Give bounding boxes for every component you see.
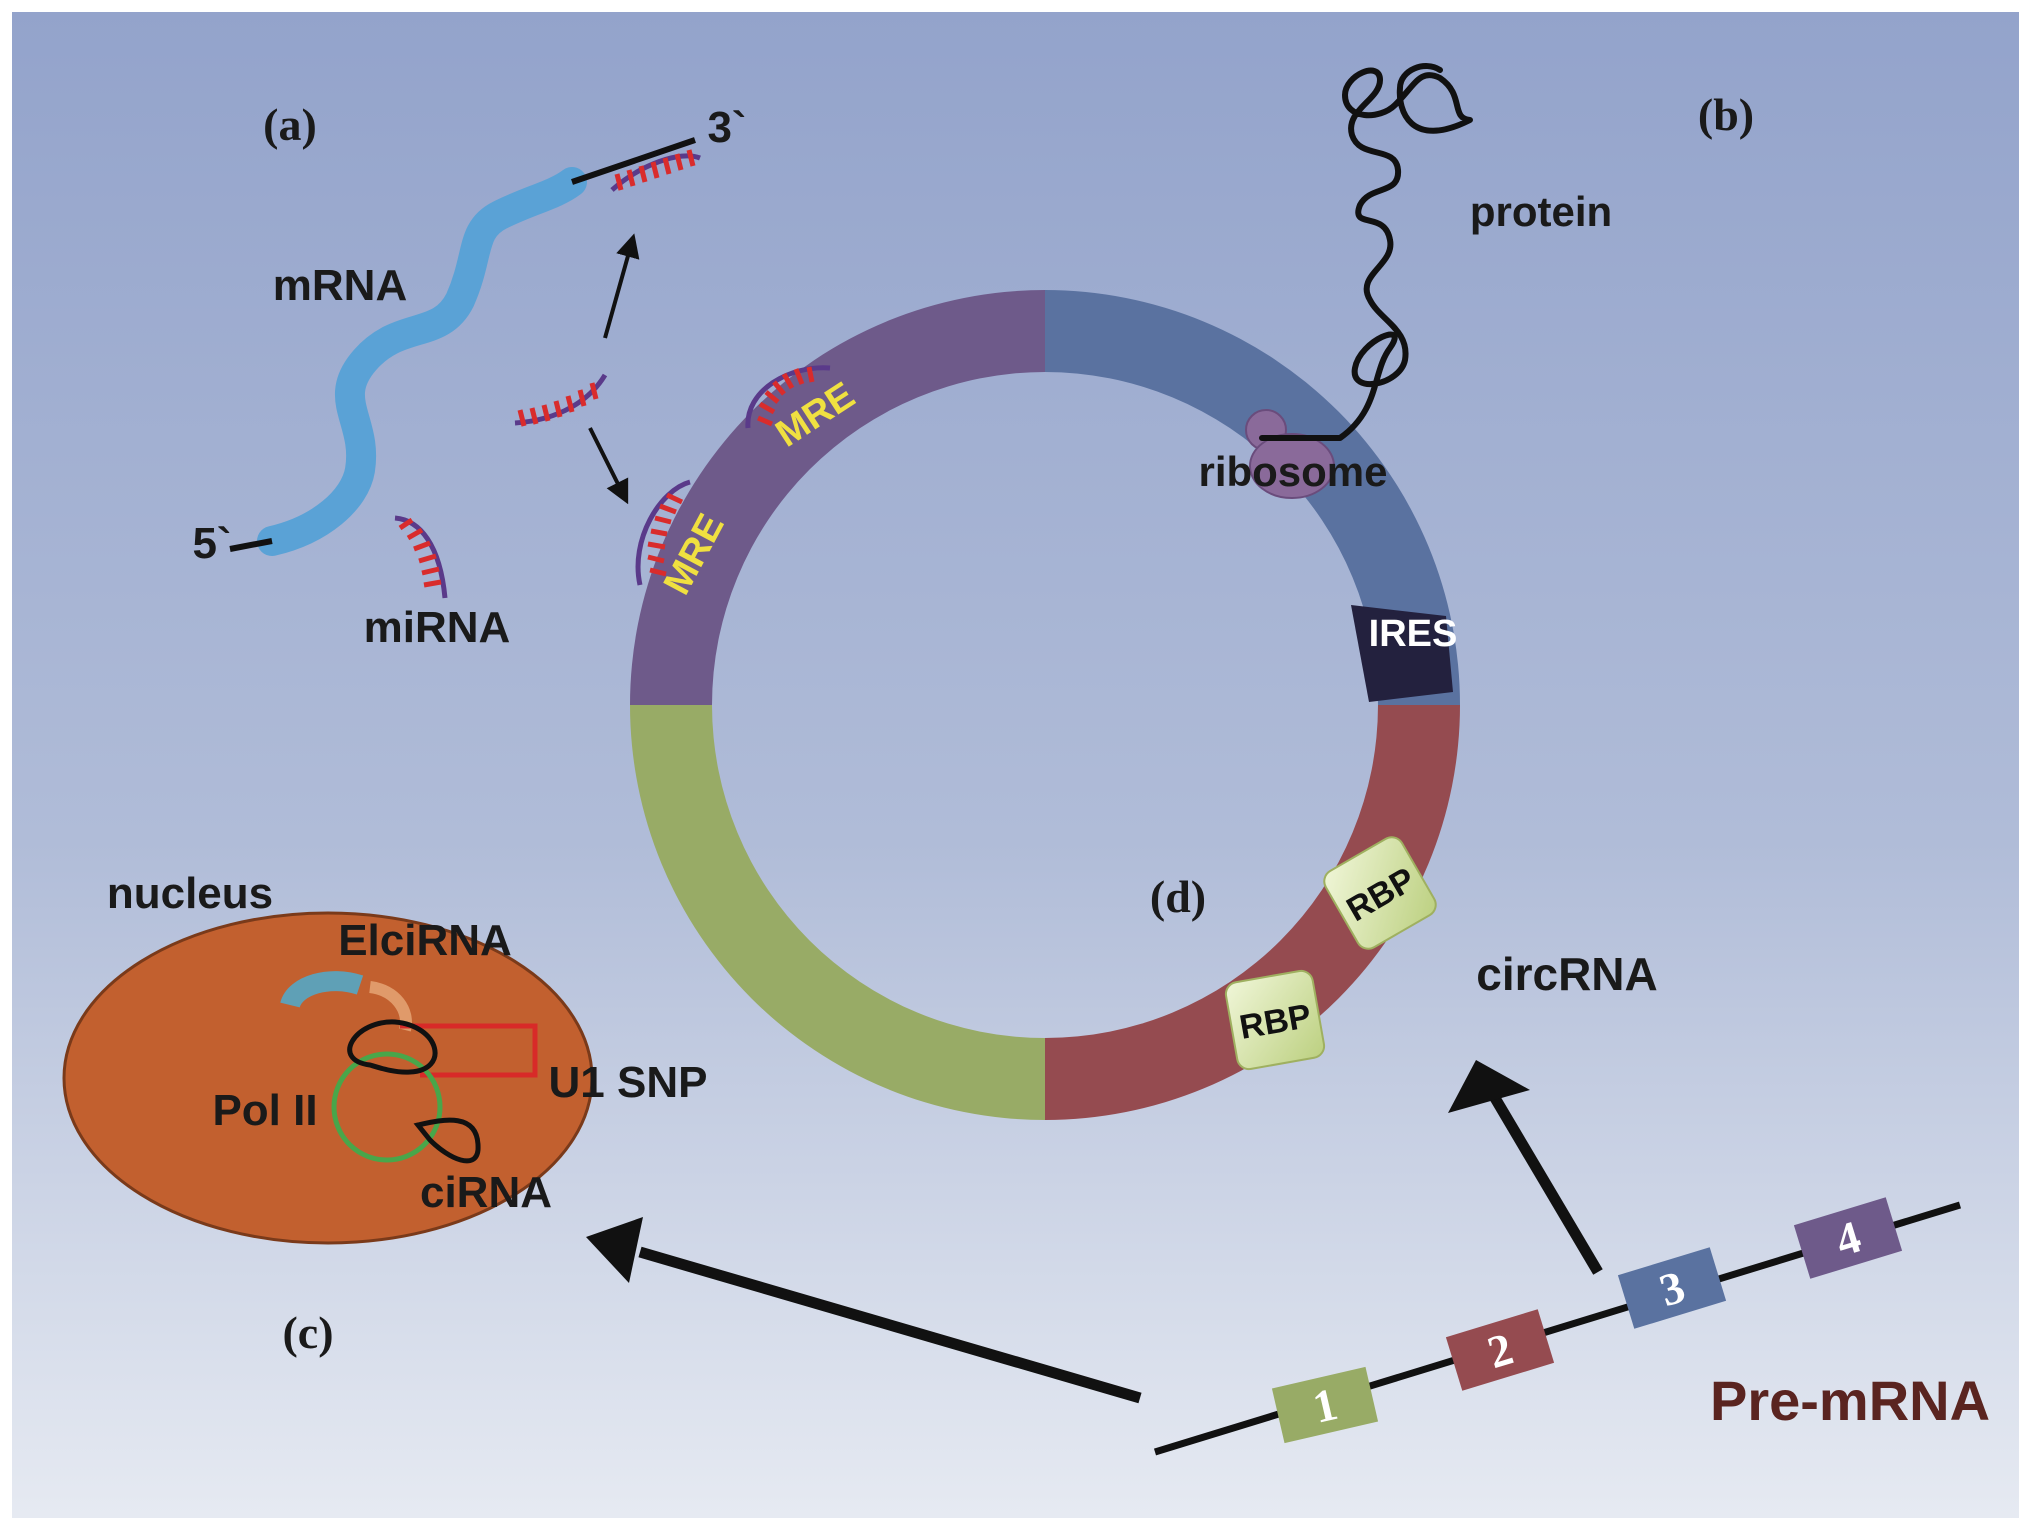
mrna-label: mRNA: [273, 261, 407, 310]
ires-label: IRES: [1369, 613, 1458, 655]
panel-label-d: (d): [1150, 871, 1206, 922]
exon-4: 4: [1793, 1197, 1903, 1279]
mrna-strand: [257, 167, 587, 556]
exon-1: 1: [1271, 1366, 1379, 1444]
mirna-label: miRNA: [364, 603, 511, 652]
u1snp-label: U1 SNP: [549, 1058, 708, 1107]
rbp-box-lower: RBP: [1224, 969, 1326, 1071]
mirna-bound-mre-left: [635, 479, 691, 586]
arrow-premrna-to-circrna: [1448, 1060, 1603, 1275]
ribosome-label: ribosome: [1198, 448, 1387, 495]
elcirna-arc-blue: [280, 971, 364, 1009]
cirna-lariat: [413, 1117, 481, 1164]
arrow-mirna-to-mre: [588, 427, 629, 505]
mirna-bound-mre-upper: [745, 365, 831, 429]
exon-3: 3: [1617, 1247, 1727, 1329]
ring-segment-green: [630, 705, 1045, 1120]
protein-chain: [1259, 63, 1473, 441]
mrna-3prime-tail: [571, 137, 696, 185]
arrow-premrna-to-nucleus: [586, 1217, 1142, 1404]
protein-label: protein: [1470, 188, 1612, 235]
pol2-label: Pol II: [212, 1086, 317, 1135]
three-prime-label: 3`: [707, 103, 746, 152]
five-prime-label: 5`: [192, 519, 231, 568]
mirna-free: [514, 373, 608, 427]
u1snp-shape: [400, 1023, 538, 1078]
exon-2: 2: [1445, 1309, 1555, 1391]
cirna-label: ciRNA: [420, 1168, 552, 1217]
nucleus-label: nucleus: [107, 869, 273, 918]
panel-label-b: (b): [1698, 89, 1754, 140]
mirna-lone: [394, 515, 448, 599]
elcirna-label: ElciRNA: [338, 916, 512, 965]
arrow-mirna-to-mrna: [603, 233, 640, 339]
ring-segment-purple: [630, 290, 1045, 705]
mrna-5prime-tail: [229, 538, 273, 552]
panel-label-c: (c): [282, 1307, 333, 1358]
rbp-box-upper: RBP: [1323, 836, 1437, 950]
pol2-circle: [331, 1051, 443, 1163]
circrna-label: circRNA: [1476, 948, 1658, 1000]
mirna-bound-mrna: [610, 149, 701, 192]
elcirna-loop: [347, 1019, 438, 1075]
premrna-label: Pre-mRNA: [1710, 1369, 1990, 1432]
panel-label-a: (a): [263, 99, 317, 150]
ires-block: [1351, 605, 1453, 702]
